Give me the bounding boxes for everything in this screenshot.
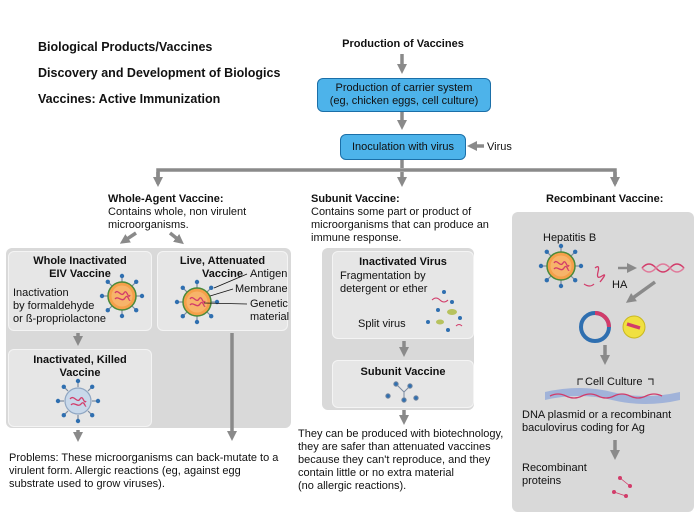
live-attenuated-card: Live, Attenuated Vaccine	[157, 251, 288, 331]
cell-culture-bracket	[577, 378, 654, 385]
cell-culture-cells-icon	[545, 388, 680, 404]
recombinant-proteins-line-1: Recombinant	[522, 462, 587, 474]
killed-title-1: Inactivated, Killed	[33, 354, 127, 366]
problems-line-3: substrate used to grow viruses).	[9, 478, 165, 490]
subunit-footer-1: They can be produced with biotechnology,	[298, 428, 504, 440]
ha-curve-icon	[583, 283, 595, 287]
fragmentation-line-1: Fragmentation by	[340, 270, 426, 282]
recombinant-heading: Recombinant Vaccine:	[546, 193, 664, 205]
genetic-label-1: Genetic	[250, 298, 288, 310]
inactivation-line-1: Inactivation	[13, 287, 69, 299]
subunit-desc-1: Contains some part or product of	[311, 206, 472, 218]
subunit-vaccine-title: Subunit Vaccine	[360, 366, 446, 378]
virus-icon-live-attenuated	[175, 280, 219, 324]
inoculation-box: Inoculation with virus	[340, 134, 466, 160]
plasmid-ring-icon	[579, 311, 611, 343]
recombinant-proteins-icon	[612, 476, 632, 498]
arrow-to-inactivated	[119, 231, 137, 244]
whole-inactivated-title-1: Whole Inactivated	[33, 255, 127, 267]
cell-culture-label: Cell Culture	[585, 376, 643, 388]
hepatitis-b-virus-icon	[539, 244, 583, 288]
title-discovery: Discovery and Development of Biologics	[38, 66, 281, 80]
membrane-label: Membrane	[235, 283, 288, 295]
inactivation-line-3: or ß-propriolactone	[13, 313, 106, 325]
live-virus-leader-lines	[203, 273, 248, 305]
subunit-desc-2: microorganisms that can produce an	[311, 219, 489, 231]
inactivated-virus-card: Inactivated Virus	[332, 251, 474, 339]
problems-line-2: virulent form. Allergic reactions (eg, a…	[9, 465, 241, 477]
title-biological-products: Biological Products/Vaccines	[38, 40, 213, 54]
whole-agent-heading: Whole-Agent Vaccine:	[108, 193, 224, 205]
carrier-line-1: Production of carrier system	[335, 82, 473, 94]
production-heading: Production of Vaccines	[342, 38, 464, 50]
virus-label: Virus	[487, 141, 512, 153]
genetic-label-2: material	[250, 311, 290, 323]
plasmid-line-1: DNA plasmid or a recombinant	[522, 409, 672, 421]
fragmentation-line-2: detergent or ether	[340, 283, 428, 295]
arrow-to-plasmid	[625, 280, 657, 303]
inactivated-virus-title: Inactivated Virus	[359, 256, 447, 268]
subunit-footer-2: they are safer than attenuated vaccines	[298, 441, 491, 453]
antigen-label: Antigen	[250, 268, 288, 280]
ha-strand-icon	[594, 266, 606, 283]
plasmid-line-2: baculovirus coding for Ag	[522, 422, 645, 434]
split-virus-fragments-icon	[426, 290, 463, 332]
split-virus-label: Split virus	[358, 318, 406, 330]
subunit-desc-3: immune response.	[311, 232, 402, 244]
whole-inactivated-title-2: EIV Vaccine	[49, 267, 111, 280]
whole-agent-desc-1: Contains whole, non virulent	[108, 206, 247, 218]
problems-line-1: Problems: These microorganisms can back-…	[9, 452, 279, 464]
subunit-footer-4: contain little or no extra material	[298, 467, 454, 479]
dna-helix-icon	[641, 263, 685, 273]
subunit-heading: Subunit Vaccine:	[311, 193, 400, 205]
subunit-footer-3: because they can't reproduce, and they	[298, 454, 491, 466]
carrier-system-box: Production of carrier system (eg, chicke…	[317, 78, 491, 112]
killed-title-2: Vaccine	[59, 366, 101, 379]
inactivation-line-2: by formaldehyde	[13, 300, 95, 312]
hepatitis-b-label: Hepatitis B	[543, 232, 597, 244]
live-attenuated-title: Live, Attenuated Vaccine	[179, 255, 266, 280]
virus-icon-killed	[56, 379, 100, 423]
whole-agent-desc-2: microorganisms.	[108, 219, 189, 231]
ha-label: HA	[612, 279, 628, 291]
subunit-pieces-icon	[385, 381, 419, 403]
connector-branch	[156, 168, 617, 184]
recombinant-proteins-line-2: proteins	[522, 475, 562, 487]
baculovirus-icon	[622, 315, 646, 339]
virus-icon-whole-inactivated	[100, 274, 144, 318]
title-active-immunization: Vaccines: Active Immunization	[38, 92, 221, 106]
arrow-to-live	[168, 231, 184, 245]
carrier-line-2: (eg, chicken eggs, cell culture)	[329, 95, 479, 107]
subunit-footer-5: (no allergic reactions).	[298, 480, 407, 492]
